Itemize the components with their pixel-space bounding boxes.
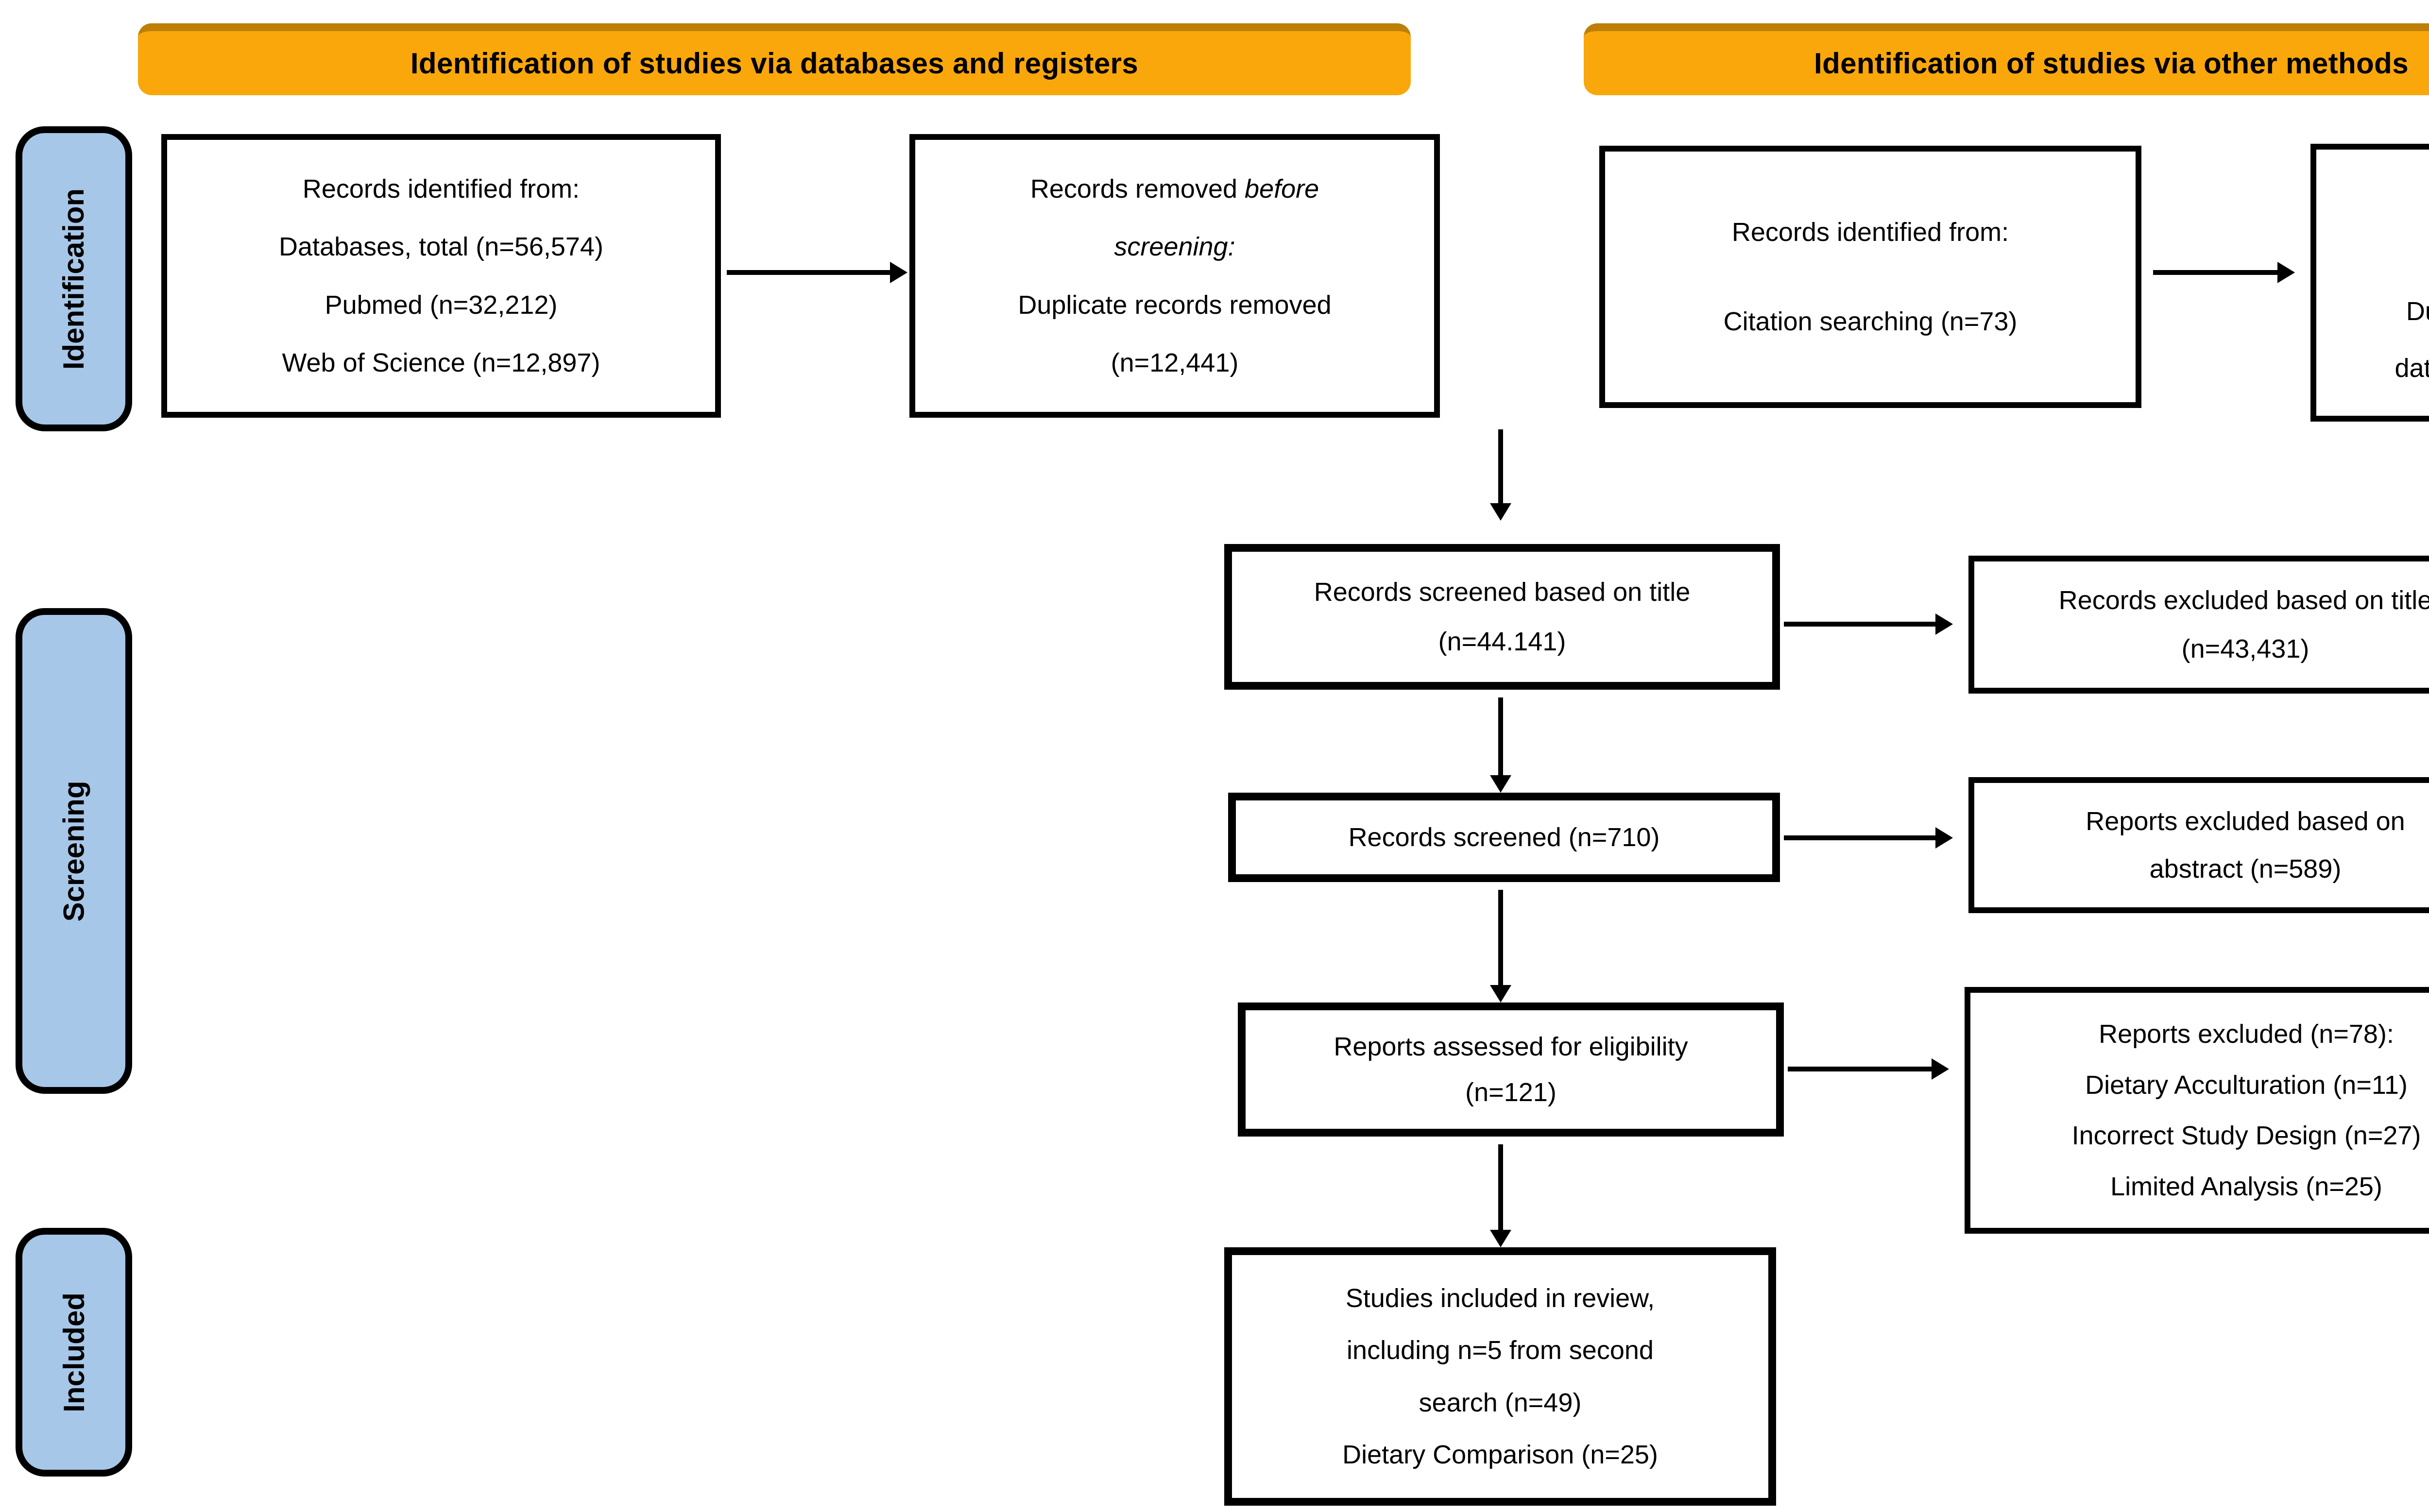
box-line: Records screened based on title [1314, 577, 1691, 607]
arrow-screened-to-assessed [1498, 890, 1503, 985]
box-line: abstract (n=589) [2149, 854, 2342, 883]
box-line: Records removed before [1030, 174, 1319, 204]
box-records-identified-citation: Records identified from: Citation search… [1599, 146, 2141, 408]
box-line: Reports assessed for eligibility [1334, 1032, 1688, 1061]
box-line: Limited Analysis (n=25) [2110, 1172, 2382, 1201]
box-line: Duplicate records removed [1018, 290, 1332, 320]
box-line: Dietary Acculturation (n=11) [2085, 1070, 2408, 1100]
box-line: Records screened (n=710) [1348, 822, 1660, 852]
box-records-screened: Records screened (n=710) [1228, 793, 1780, 882]
box-line: Reports excluded (n=78): [2099, 1019, 2394, 1049]
box-line: search (n=49) [1419, 1388, 1582, 1417]
arrow-assessed-to-excluded [1788, 1067, 1932, 1071]
arrow-assessed-to-included [1498, 1144, 1503, 1230]
box-line: including n=5 from second [1347, 1336, 1654, 1365]
stage-screening-label: Screening [57, 780, 90, 922]
banner-other-methods: Identification of studies via other meth… [1584, 23, 2429, 95]
box-line: Incorrect Study Design (n=27) [2071, 1121, 2421, 1151]
box-studies-included: Studies included in review, including n=… [1224, 1247, 1776, 1506]
banner-databases-registers-label: Identification of studies via databases … [410, 47, 1139, 80]
box-line: screening: [1114, 232, 1235, 262]
stage-included-label: Included [57, 1292, 90, 1412]
arrow-identification-to-title-screen [1498, 429, 1503, 503]
box-records-removed-other: Records removed before screening: Duplic… [2310, 144, 2429, 422]
box-line: Dietary Comparison (n=25) [1342, 1440, 1658, 1470]
box-records-identified-databases: Records identified from: Databases, tota… [161, 134, 721, 418]
box-line: Reports excluded based on [2086, 806, 2405, 836]
arrow-db-to-duplicates [727, 270, 890, 275]
stage-included: Included [16, 1228, 132, 1477]
box-reports-excluded-abstract: Reports excluded based on abstract (n=58… [1968, 777, 2429, 913]
box-records-removed-before-screening: Records removed before screening: Duplic… [909, 134, 1440, 418]
box-line: Pubmed (n=32,212) [325, 290, 558, 320]
box-line: Records identified from: [302, 174, 580, 204]
box-line: database search removed (n=65) [2395, 353, 2429, 383]
box-line: Records excluded based on title [2058, 586, 2429, 615]
box-line: Studies included in review, [1345, 1283, 1655, 1313]
box-line: Databases, total (n=56,574) [279, 232, 603, 262]
box-line: Records identified from: [1731, 217, 2009, 247]
stage-screening: Screening [16, 608, 132, 1094]
arrow-citation-to-duplicates [2153, 270, 2277, 275]
stage-identification-label: Identification [57, 188, 90, 370]
box-line: Citation searching (n=73) [1723, 307, 2018, 337]
box-line: (n=44.141) [1438, 627, 1566, 656]
box-line: Web of Science (n=12,897) [282, 348, 600, 378]
box-records-screened-title: Records screened based on title (n=44.14… [1224, 544, 1780, 690]
box-line: (n=121) [1465, 1077, 1557, 1107]
banner-other-methods-label: Identification of studies via other meth… [1814, 47, 2409, 80]
box-line: (n=43,431) [2181, 634, 2309, 663]
arrow-screened-to-excluded-abstract [1784, 835, 1935, 840]
box-reports-assessed: Reports assessed for eligibility (n=121) [1238, 1002, 1784, 1137]
box-line: (n=12,441) [1111, 348, 1239, 378]
arrow-title-screen-to-excluded [1784, 622, 1935, 627]
box-reports-excluded: Reports excluded (n=78): Dietary Accultu… [1965, 987, 2429, 1234]
banner-databases-registers: Identification of studies via databases … [138, 23, 1411, 95]
stage-identification: Identification [16, 126, 132, 431]
box-records-excluded-title: Records excluded based on title (n=43,43… [1968, 556, 2429, 694]
arrow-title-screen-to-screened [1498, 697, 1503, 775]
box-line: Duplicate records to those from [2406, 296, 2429, 326]
